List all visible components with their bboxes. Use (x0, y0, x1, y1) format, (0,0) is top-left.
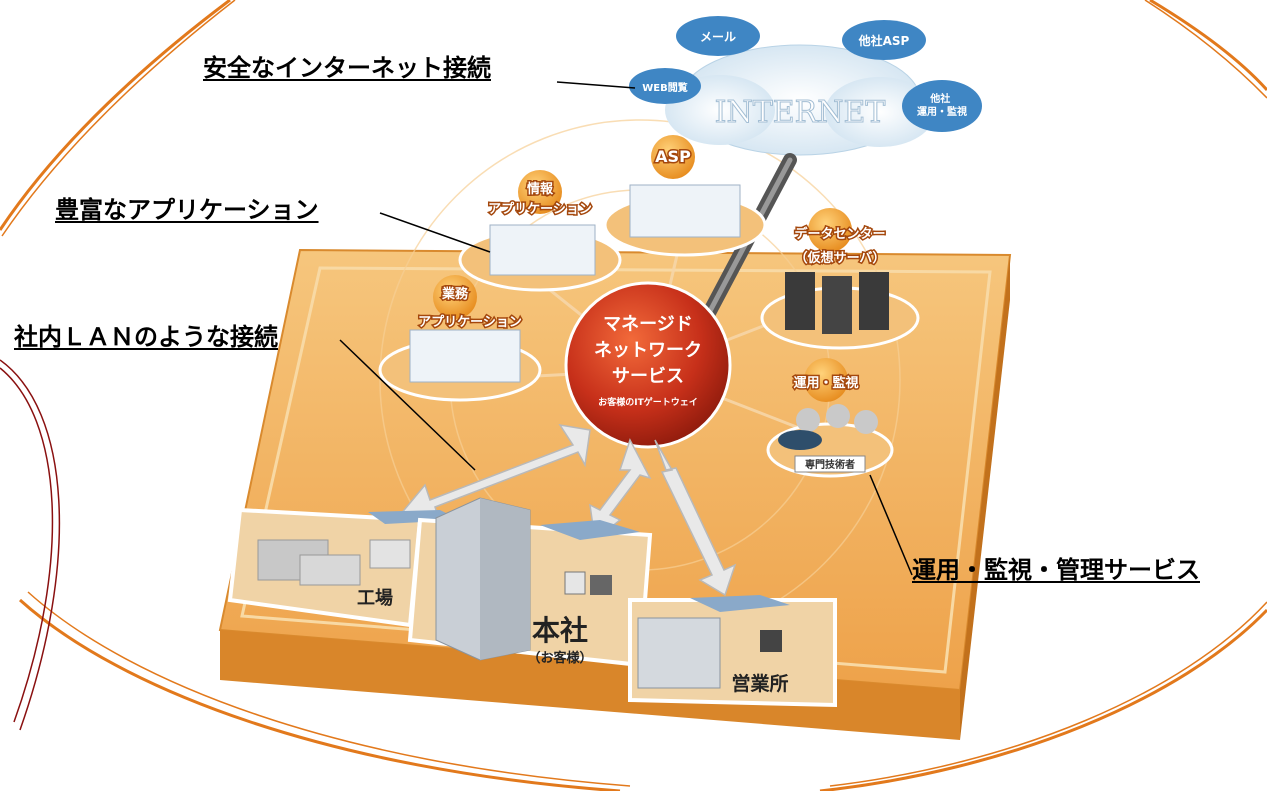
hub-sphere: マネージド ネットワーク サービス お客様のITゲートウェイ (564, 281, 732, 449)
site-factory-label: 工場 (357, 588, 393, 609)
label-dc-2: （仮想サーバ） (795, 250, 886, 266)
node-disk-info-app (458, 170, 622, 292)
label-asp: ASP (655, 147, 691, 166)
callout-lan: 社内ＬＡＮのような接続 (14, 323, 278, 351)
site-hq: 本社 （お客様） (407, 497, 653, 668)
callout-internet: 安全なインターネット接続 (203, 54, 491, 82)
label-dc-1: データセンター (794, 226, 885, 242)
node-disk-biz-app (378, 275, 542, 402)
bubble-other-ops-l1: 他社 (929, 92, 950, 105)
leader-lines (339, 81, 913, 576)
bubble-web: WEB閲覧 (642, 81, 687, 94)
site-hq-sub: （お客様） (527, 650, 592, 666)
internet-cloud: INTERNET (665, 44, 935, 156)
bubble-other-ops: 他社 運用・監視 (917, 92, 967, 118)
left-oval-outline (0, 359, 61, 731)
internet-label: INTERNET (715, 95, 886, 130)
internet-bubbles: メール 他社ASP WEB閲覧 他社 運用・監視 (629, 16, 982, 132)
hub-sub: お客様のITゲートウェイ (598, 396, 698, 408)
callout-apps: 豊富なアプリケーション (55, 196, 319, 224)
node-disk-datacenter (760, 208, 920, 350)
hub-line-2: ネットワーク (594, 340, 702, 361)
site-sales-label: 営業所 (731, 672, 788, 695)
bubble-other-asp: 他社ASP (858, 33, 910, 48)
hub-line-3: サービス (612, 366, 684, 387)
site-factory: 工場 (227, 507, 460, 628)
node-labels: ASP 情報 アプリケーション 業務 アプリケーション データセンター （仮想サ… (417, 146, 887, 393)
label-ops: 運用・監視 (793, 375, 858, 391)
label-info-app-1: 情報 (527, 181, 554, 197)
site-sales-office: 営業所 (628, 595, 837, 708)
bubble-other-ops-l2: 運用・監視 (917, 105, 967, 118)
label-biz-app-1: 業務 (441, 286, 469, 302)
label-info-app-2: アプリケーション (488, 202, 592, 217)
callout-ops: 運用・監視・管理サービス (912, 556, 1200, 584)
site-hq-label: 本社 (532, 614, 588, 647)
label-ops-tag: 専門技術者 (805, 458, 855, 471)
node-disk-asp (603, 135, 767, 257)
bubble-mail: メール (700, 30, 736, 44)
label-biz-app-2: アプリケーション (418, 315, 522, 330)
hub-line-1: マネージド (603, 314, 693, 335)
